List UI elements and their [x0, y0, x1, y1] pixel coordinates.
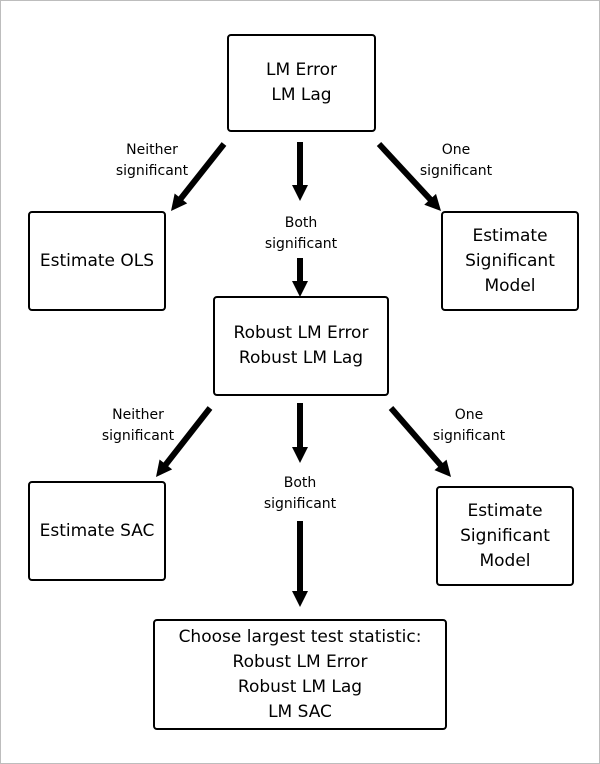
edge-label-one-significant-2: One significant — [424, 405, 514, 447]
arrow-robust-to-choose-upper-head — [292, 447, 308, 463]
node-lm-tests-line-1: LM Error — [266, 60, 337, 80]
node-robust-lm-tests: Robust LM Error Robust LM Lag — [213, 296, 389, 396]
arrow-to-estimate-ols-shaft — [177, 142, 227, 202]
edge-label-neither-significant-2: Neither significant — [93, 405, 183, 447]
arrow-to-significant-model-2 — [388, 406, 451, 477]
node-sig-model-2-line-3: Model — [479, 550, 531, 571]
arrow-to-estimate-sac-head — [156, 459, 173, 477]
edge-label-both-2-line-1: Both — [283, 475, 317, 491]
node-choose-line-1: Choose largest test statistic: — [178, 626, 422, 647]
node-lm-tests-line-2: LM Lag — [271, 85, 332, 105]
edge-label-neither-1-line-1: Neither — [126, 142, 178, 158]
arrow-to-estimate-sac — [156, 406, 213, 477]
arrow-to-estimate-ols — [171, 142, 227, 211]
edge-label-one-1-line-1: One — [441, 142, 471, 158]
edge-label-one-1-line-2: significant — [419, 163, 493, 179]
edge-label-one-significant-1: One significant — [411, 140, 501, 182]
edge-label-one-2-line-2: significant — [432, 428, 506, 444]
arrow-robust-to-choose-lower — [292, 521, 308, 607]
arrow-to-significant-model-1-head — [424, 193, 441, 211]
arrow-to-significant-model-2-shaft — [388, 406, 445, 469]
arrow-to-estimate-sac-shaft — [162, 406, 213, 468]
arrow-to-significant-model-1 — [376, 141, 441, 211]
edge-label-both-significant-2: Both significant — [253, 473, 347, 515]
edge-label-neither-2-line-2: significant — [101, 428, 175, 444]
node-robust-line-2: Robust LM Lag — [238, 348, 364, 368]
node-lm-tests: LM Error LM Lag — [227, 34, 376, 132]
edge-label-both-1-line-1: Both — [284, 215, 318, 231]
node-choose-line-2: Robust LM Error — [232, 651, 368, 672]
arrow-lm-to-robust-upper-head — [292, 185, 308, 201]
node-sig-model-2-line-1: Estimate — [467, 500, 543, 521]
node-robust-line-1: Robust LM Error — [233, 323, 369, 343]
edge-label-both-1-line-2: significant — [264, 236, 338, 252]
node-choose-line-3: Robust LM Lag — [237, 676, 363, 697]
edge-label-both-significant-1: Both significant — [254, 213, 348, 255]
arrow-lm-to-robust-upper — [292, 142, 308, 201]
arrow-to-estimate-ols-head — [171, 193, 188, 211]
node-sig-model-1-line-1: Estimate — [472, 225, 548, 246]
arrow-robust-to-choose-upper — [292, 403, 308, 463]
node-sig-model-1-line-2: Significant — [465, 250, 555, 271]
node-sig-model-1-line-3: Model — [484, 275, 536, 296]
node-estimate-ols-line-1: Estimate OLS — [39, 250, 155, 271]
node-sig-model-2-line-2: Significant — [460, 525, 550, 546]
arrow-robust-to-choose-lower-head — [292, 591, 308, 607]
arrow-lm-to-robust-lower — [292, 258, 308, 297]
edge-label-one-2-line-1: One — [454, 407, 484, 423]
node-estimate-sac: Estimate SAC — [28, 481, 166, 581]
node-choose-line-4: LM SAC — [268, 701, 332, 722]
node-estimate-significant-model-1: Estimate Significant Model — [441, 211, 579, 311]
node-estimate-significant-model-2: Estimate Significant Model — [436, 486, 574, 586]
edge-label-neither-significant-1: Neither significant — [107, 140, 197, 182]
node-estimate-ols: Estimate OLS — [28, 211, 166, 311]
edge-label-neither-2-line-1: Neither — [112, 407, 164, 423]
node-estimate-sac-line-1: Estimate SAC — [39, 520, 155, 541]
edge-label-neither-1-line-2: significant — [115, 163, 189, 179]
arrow-to-significant-model-1-shaft — [376, 141, 434, 203]
arrow-to-significant-model-2-head — [434, 459, 451, 477]
edge-label-both-2-line-2: significant — [263, 496, 337, 512]
node-choose-largest: Choose largest test statistic: Robust LM… — [153, 619, 447, 730]
arrow-lm-to-robust-lower-head — [292, 281, 308, 297]
